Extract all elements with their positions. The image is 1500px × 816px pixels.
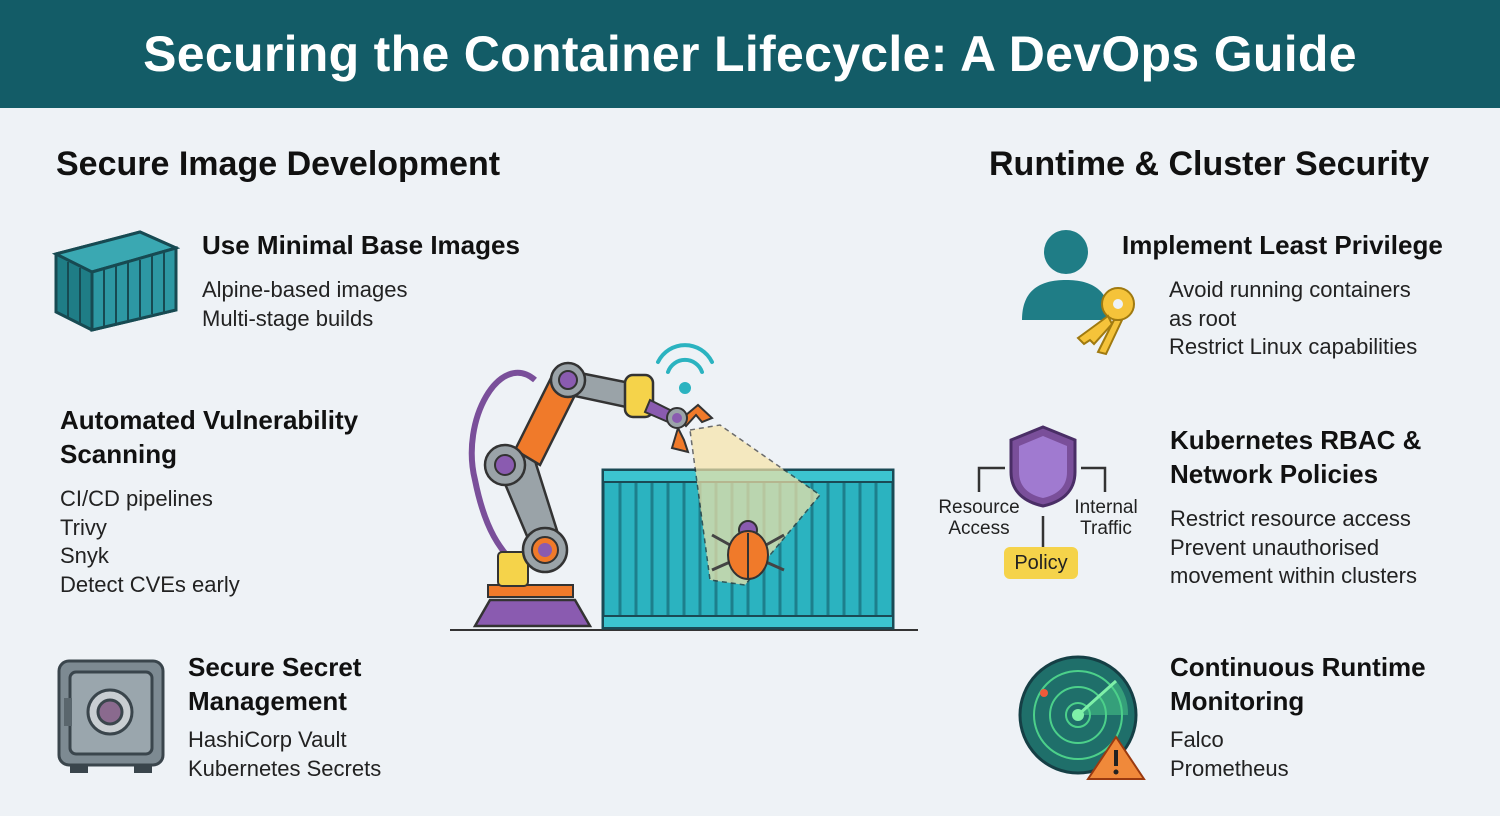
item-vulnerability-scanning: Automated Vulnerability Scanning CI/CD p…	[60, 403, 358, 599]
wifi-icon	[656, 343, 714, 394]
item-title: Secure Secret	[188, 652, 362, 682]
item-line: Prometheus	[1170, 755, 1289, 781]
item-least-privilege: Implement Least Privilege Avoid running …	[1122, 228, 1443, 362]
item-title: Use Minimal Base Images	[202, 230, 520, 260]
item-line: Multi-stage builds	[202, 305, 374, 331]
item-line: Detect CVEs early	[60, 571, 240, 597]
item-minimal-base-images: Use Minimal Base Images Alpine-based ima…	[202, 228, 520, 333]
item-title: Management	[188, 686, 347, 716]
bug-icon	[711, 520, 785, 580]
shipping-container-icon	[52, 230, 180, 332]
warning-icon	[1086, 735, 1146, 780]
item-title: Automated Vulnerability	[60, 405, 359, 435]
item-title: Monitoring	[1170, 686, 1305, 716]
safe-icon	[57, 659, 165, 773]
section-heading-image-development: Secure Image Development	[56, 145, 501, 183]
item-line: Restrict resource access	[1170, 506, 1411, 531]
item-line: Falco	[1170, 727, 1224, 752]
item-line: as root	[1169, 305, 1237, 331]
header-banner: Securing the Container Lifecycle: A DevO…	[0, 0, 1500, 108]
item-line: Avoid running containers	[1169, 277, 1411, 302]
item-runtime-monitoring: Continuous Runtime Monitoring Falco Prom…	[1170, 650, 1426, 783]
item-line: HashiCorp Vault	[188, 727, 347, 752]
item-title: Implement Least Privilege	[1122, 230, 1443, 260]
item-title: Scanning	[60, 439, 178, 469]
item-line: Kubernetes Secrets	[188, 755, 382, 781]
item-line: movement within clusters	[1170, 563, 1417, 588]
radar-icon	[1018, 655, 1146, 780]
item-line: Prevent unauthorised	[1170, 534, 1380, 560]
user-key-icon	[1022, 230, 1135, 356]
item-line: Trivy	[60, 514, 107, 540]
item-line: CI/CD pipelines	[60, 486, 213, 511]
item-line: Snyk	[60, 543, 109, 568]
section-heading-runtime-security: Runtime & Cluster Security	[989, 145, 1430, 183]
robot-arm-scanning-container-illustration	[450, 343, 918, 631]
shield-icon	[977, 425, 1107, 548]
item-line: Restrict Linux capabilities	[1169, 334, 1418, 359]
item-line: Alpine-based images	[202, 277, 408, 302]
item-title: Continuous Runtime	[1170, 652, 1426, 682]
item-secret-management: Secure Secret Management HashiCorp Vault…	[188, 650, 381, 783]
item-title: Kubernetes RBAC &	[1170, 425, 1422, 455]
item-title: Network Policies	[1170, 459, 1379, 489]
item-rbac-network-policies: Kubernetes RBAC & Network Policies Restr…	[1170, 423, 1421, 591]
page-title: Securing the Container Lifecycle: A DevO…	[143, 26, 1357, 82]
policy-badge: Policy	[1004, 547, 1078, 579]
